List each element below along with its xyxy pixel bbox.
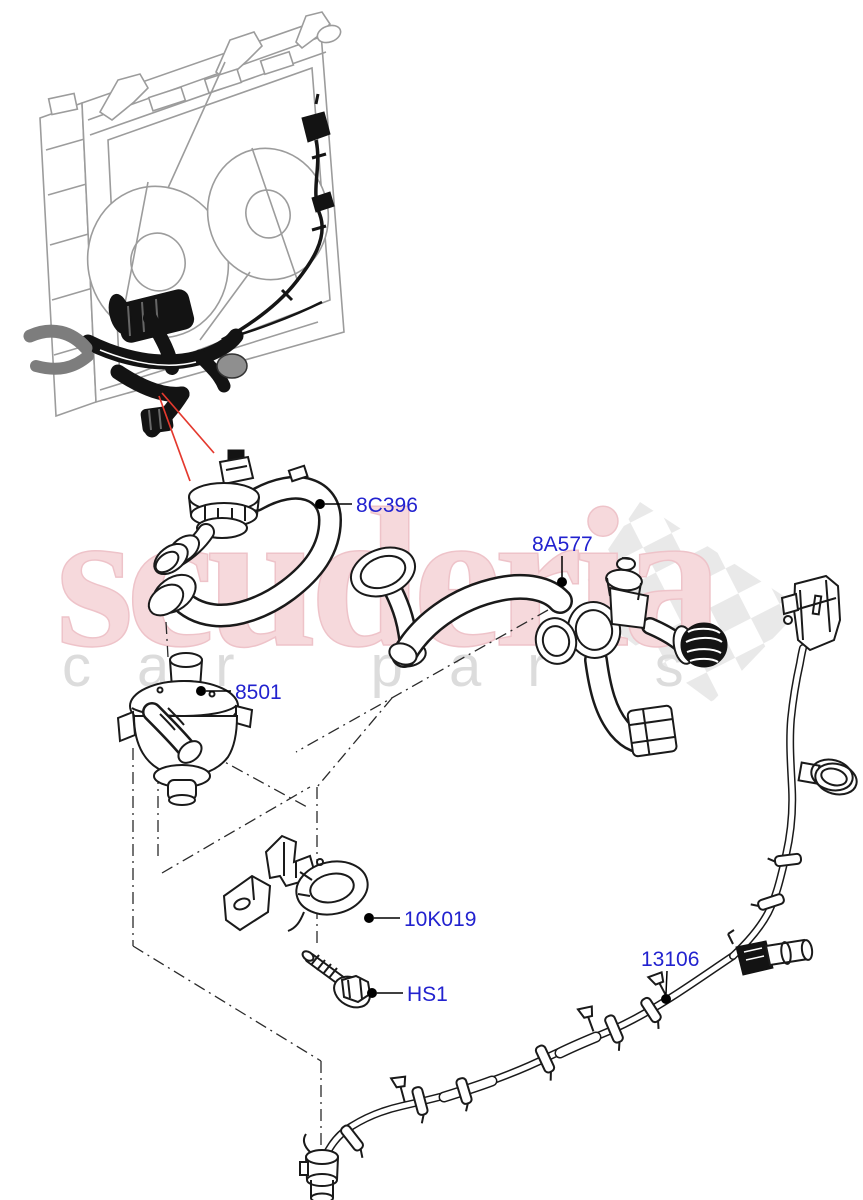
callout-10k019: 10K019 — [364, 908, 476, 931]
callout-8c396: 8C396 — [315, 494, 418, 517]
harness-clip — [340, 1124, 364, 1152]
callout-label-10k019: 10K019 — [404, 908, 476, 931]
harness-stud-clip — [389, 1075, 407, 1102]
harness-top-connector — [780, 574, 842, 652]
callout-label-8c396: 8C396 — [356, 494, 418, 517]
harness-stud-clip — [576, 1005, 595, 1032]
part-8a577-hose-assembly — [350, 546, 728, 758]
callout-13106: 13106 — [641, 948, 699, 1004]
harness-clip — [411, 1086, 429, 1116]
location-pointer-lines — [158, 392, 215, 482]
callout-label-hs1: HS1 — [407, 983, 448, 1006]
part-13106-wiring-harness — [299, 574, 858, 1200]
callout-dot — [367, 988, 377, 998]
hose-mount-block — [626, 704, 678, 758]
callout-8a577: 8A577 — [532, 533, 593, 587]
harness-right-connector — [727, 929, 814, 976]
callout-8501: 8501 — [196, 681, 282, 704]
callout-dot — [364, 913, 374, 923]
harness-ring-clamp — [797, 758, 858, 796]
harness-clip — [640, 996, 662, 1024]
callout-label-8501: 8501 — [235, 681, 282, 704]
part-10k019-bracket — [222, 834, 369, 932]
part-8c396-valve-hose — [147, 449, 343, 628]
callout-label-8a577: 8A577 — [532, 533, 593, 556]
part-hs1-bolt — [301, 950, 372, 1009]
callout-dot — [315, 499, 325, 509]
callout-dot — [557, 577, 567, 587]
harness-clip — [455, 1077, 473, 1105]
callouts: 8C396 8A577 8501 10K019 HS1 13106 — [196, 494, 699, 1006]
radiator-fan-assembly — [23, 11, 345, 438]
harness-bottom-connector — [299, 1133, 339, 1200]
callout-label-13106: 13106 — [641, 948, 699, 971]
checkered-flag-watermark — [574, 502, 802, 702]
callout-dot — [661, 994, 671, 1004]
harness-clip — [757, 893, 785, 911]
callout-dot — [196, 686, 206, 696]
callout-hs1: HS1 — [367, 983, 448, 1006]
part-8501-auxiliary-water-pump — [116, 652, 254, 806]
harness-clip — [773, 852, 803, 868]
